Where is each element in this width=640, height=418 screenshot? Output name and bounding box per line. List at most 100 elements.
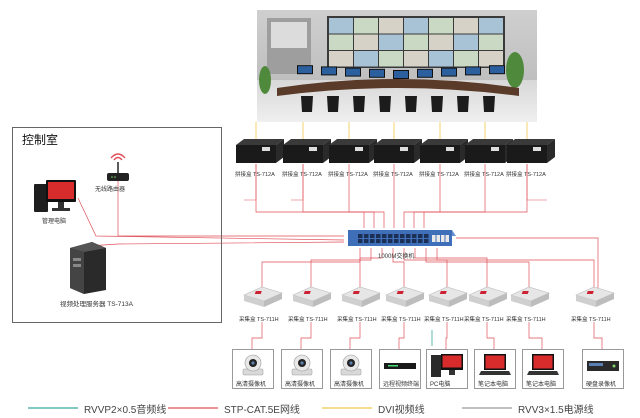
stitcher-label: 拼接盒 TS-712A (373, 172, 413, 178)
server-icon (70, 242, 106, 294)
chair (431, 96, 443, 112)
network-cable (300, 322, 312, 349)
legend-label: DVI视频线 (378, 405, 425, 416)
collector-label: 采集盒 TS-711H (239, 317, 279, 323)
video-wall-screen (454, 51, 478, 67)
stitcher-box-icon (236, 139, 284, 163)
management-pc-icon (34, 180, 76, 212)
stitcher-box-icon (283, 139, 331, 163)
stitcher-box-icon (507, 139, 555, 163)
dvr-icon (587, 361, 619, 371)
network-cable (403, 248, 448, 288)
collector-label: 采集盒 TS-711H (337, 317, 377, 323)
chair (483, 96, 495, 112)
video-wall-screen (429, 34, 453, 50)
router-icon (107, 153, 129, 181)
video-wall-screen (454, 34, 478, 50)
collector-label: 采集盒 TS-711H (571, 317, 611, 323)
stitcher-label: 拼接盒 TS-712A (419, 172, 459, 178)
source-device-label: 高清摄像机 (236, 382, 267, 388)
collector-label: 采集盒 TS-711H (424, 317, 464, 323)
network-cable (392, 248, 405, 288)
video-wall-screen (479, 34, 503, 50)
source-device-label: PC电脑 (430, 382, 451, 388)
collector-box-icon (468, 286, 508, 307)
video-wall-screen (429, 18, 453, 34)
stitcher-label: 拼接盒 TS-712A (235, 172, 275, 178)
video-wall-screen (429, 51, 453, 67)
video-wall-screen (354, 18, 378, 34)
terminal-icon (384, 363, 416, 369)
network-cable (310, 248, 372, 288)
source-device-label: 高清摄像机 (334, 382, 365, 388)
source-device-label: 笔记本电脑 (526, 382, 557, 388)
network-cable (359, 248, 383, 288)
control-room-frame (12, 127, 222, 323)
network-cable (526, 164, 547, 201)
collector-label: 采集盒 TS-711H (288, 317, 328, 323)
collector-label: 采集盒 TS-711H (464, 317, 504, 323)
stitcher-label: 拼接盒 TS-712A (506, 172, 546, 178)
chair (327, 96, 339, 112)
video-wall-screen (454, 18, 478, 34)
legend-label: RVVP2×0.5音频线 (84, 405, 167, 416)
video-wall-screen (404, 51, 428, 67)
video-wall-screen (329, 51, 353, 67)
source-device-label: 远程视频终端 (383, 382, 420, 388)
collector-box-icon (428, 286, 468, 307)
laptop-icon (479, 354, 511, 375)
stitcher-label: 拼接盒 TS-712A (464, 172, 504, 178)
video-wall-screen (329, 18, 353, 34)
network-cable (445, 322, 448, 349)
stitcher-box-icon (374, 139, 422, 163)
network-cable (398, 322, 405, 349)
video-wall-screen (479, 51, 503, 67)
network-cable (251, 322, 263, 349)
legend-label: STP-CAT.5E网线 (224, 405, 300, 416)
video-wall-screen (404, 34, 428, 50)
network-cable (456, 237, 599, 288)
network-cable (348, 164, 385, 228)
chair (457, 96, 469, 112)
video-wall-screen (379, 34, 403, 50)
network-cable (244, 164, 257, 201)
collector-box-icon (510, 286, 550, 307)
collector-box-icon (292, 286, 332, 307)
legend-label: RVV3×1.5电源线 (518, 405, 594, 416)
network-cable (436, 248, 595, 288)
switch-icon (348, 230, 456, 246)
video-wall-screen (479, 18, 503, 34)
source-device-label: 笔记本电脑 (478, 382, 509, 388)
laptop-icon (527, 354, 559, 375)
network-cable (593, 322, 603, 349)
router-label: 无线路由器 (95, 187, 126, 193)
chair (379, 96, 391, 112)
collector-box-icon (575, 286, 615, 307)
chair (353, 96, 365, 112)
chair (301, 96, 313, 112)
network-cable (425, 248, 530, 288)
collector-label: 采集盒 TS-711H (506, 317, 546, 323)
camera-icon (242, 354, 264, 376)
collector-box-icon (385, 286, 425, 307)
switch-label: 1000M交换机 (378, 254, 415, 260)
video-wall-screen (354, 34, 378, 50)
control-room-title: 控制室 (22, 133, 59, 147)
control-room-photo (257, 10, 537, 122)
stitcher-box-icon (420, 139, 468, 163)
camera-icon (340, 354, 362, 376)
pc-icon (431, 354, 463, 377)
video-wall-screen (379, 18, 403, 34)
network-cable (291, 164, 304, 201)
stitcher-label: 拼接盒 TS-712A (282, 172, 322, 178)
stitcher-label: 拼接盒 TS-712A (328, 172, 368, 178)
network-cable (528, 322, 543, 349)
server-label: 视频处理服务器 TS-713A (60, 301, 133, 308)
video-wall-screen (379, 51, 403, 67)
collector-box-icon (341, 286, 381, 307)
network-cable (486, 322, 495, 349)
chair (405, 96, 417, 112)
camera-icon (291, 354, 313, 376)
